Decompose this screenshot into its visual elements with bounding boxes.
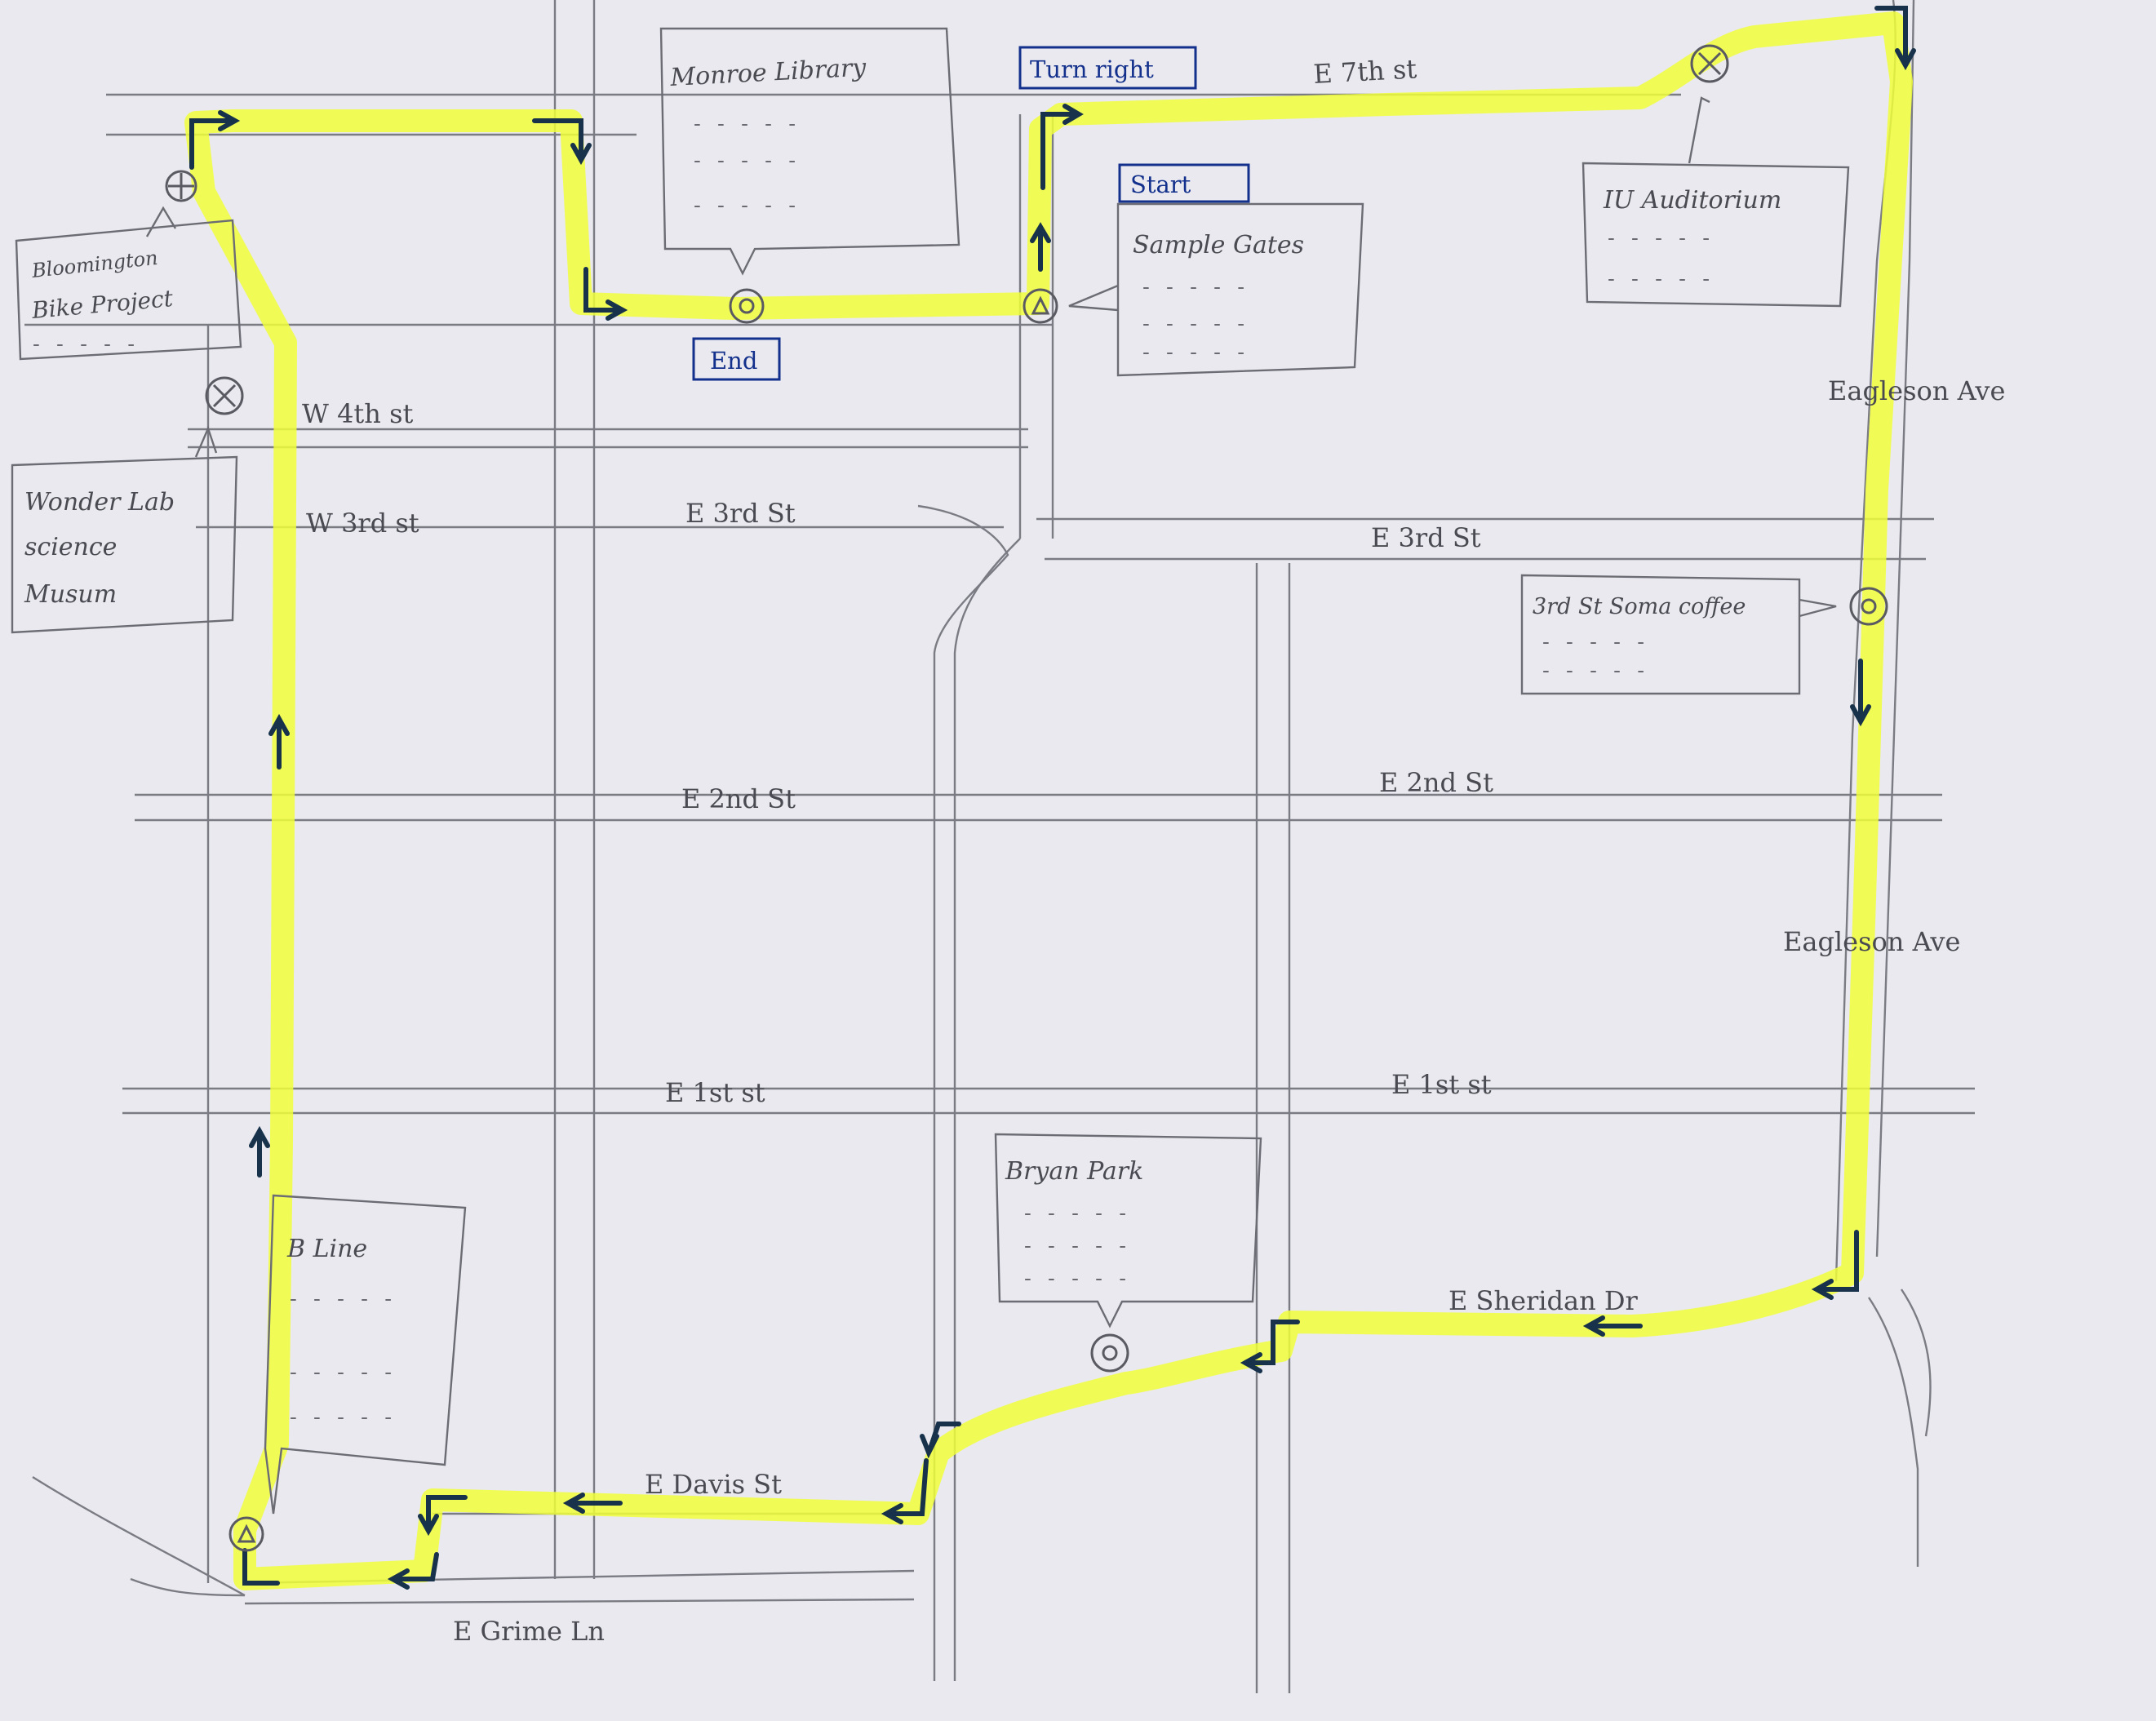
place-label-b-line: B Line (286, 1235, 367, 1263)
street-label-e2nd-east: E 2nd St (1379, 767, 1493, 798)
arrow-turn-right-icon (189, 110, 241, 170)
callout-wonderlab (11, 425, 238, 634)
arrow-turn-left-icon (920, 1422, 961, 1459)
arrow-down-icon (1850, 659, 1871, 727)
svg-text:- - - - -: - - - - - (1608, 267, 1715, 291)
place-label-sample-gates: Sample Gates (1133, 231, 1304, 259)
start-marker-icon (228, 1516, 264, 1552)
svg-text:- - - - -: - - - - - (1142, 312, 1249, 336)
street-label-e1st-east: E 1st st (1391, 1069, 1492, 1100)
street-label-eagleson-bottom: Eagleson Ave (1783, 926, 1960, 957)
svg-text:- - - - -: - - - - - (1024, 1234, 1131, 1258)
arrow-up-icon (268, 713, 290, 770)
arrow-turn-left-icon (387, 1552, 439, 1590)
arrow-turn-down-icon (532, 118, 592, 166)
street-label-eagleson-top: Eagleson Ave (1828, 375, 2005, 406)
place-label-bike-project-line1: Bloomington (30, 246, 159, 282)
svg-text:- - - - -: - - - - - (1142, 340, 1249, 365)
place-markers (165, 44, 1888, 1552)
callout-placeholder-notes: - - - - - - - - - - - - - - - - - - - - … (33, 112, 1715, 1430)
svg-text:- - - - -: - - - - - (1142, 275, 1249, 299)
street-label-e2nd-mid: E 2nd St (681, 783, 796, 814)
svg-text:- - - - -: - - - - - (1542, 630, 1649, 654)
street-label-e7th: E 7th st (1312, 53, 1417, 90)
place-label-wonderlab-line1: Wonder Lab (24, 488, 175, 517)
place-label-wonderlab-line2: science (24, 533, 117, 561)
svg-text:- - - - -: - - - - - (290, 1405, 397, 1430)
arrow-turn-down-icon (418, 1495, 468, 1537)
callout-b-line (264, 1194, 467, 1515)
street-label-w4th: W 4th st (302, 398, 413, 429)
svg-text:- - - - -: - - - - - (1608, 226, 1715, 251)
poi-x-marker-icon (205, 376, 244, 415)
street-label-w3rd: W 3rd st (306, 508, 419, 539)
callout-boxes (11, 27, 1850, 1515)
route-label-boxes (692, 46, 1250, 381)
svg-text:- - - - -: - - - - - (1542, 659, 1649, 683)
street-label-sheridan: E Sheridan Dr (1448, 1285, 1639, 1316)
route-label-start: Start (1130, 171, 1191, 198)
street-label-e1st-mid: E 1st st (665, 1077, 765, 1108)
route-label-turn-right: Turn right (1030, 55, 1154, 83)
street-label-e3rd-east: E 3rd St (1371, 522, 1481, 553)
callout-bike-project (15, 206, 242, 361)
street-grid (24, 0, 1975, 1693)
place-label-iu-auditorium: IU Auditorium (1603, 186, 1781, 215)
svg-text:- - - - -: - - - - - (694, 112, 801, 136)
arrow-left-icon (562, 1493, 623, 1514)
arrow-turn-left-icon (881, 1458, 929, 1524)
poi-x-marker-icon (1690, 44, 1729, 83)
callout-iu-auditorium (1582, 96, 1850, 308)
arrow-turn-right-icon (1040, 104, 1084, 190)
place-label-wonderlab-line3: Musum (24, 580, 117, 609)
route-highlight (184, 11, 1913, 1590)
svg-text:- - - - -: - - - - - (290, 1287, 397, 1311)
poi-plus-marker-icon (165, 170, 197, 202)
arrow-turn-right-icon (583, 267, 628, 321)
arrow-up-icon (249, 1125, 270, 1178)
place-label-monroe-library: Monroe Library (669, 53, 868, 92)
svg-text:- - - - -: - - - - - (694, 149, 801, 173)
svg-text:- - - - -: - - - - - (1024, 1201, 1131, 1226)
start-marker-icon (1023, 288, 1058, 324)
place-label-soma: 3rd St Soma coffee (1533, 594, 1746, 619)
callout-soma (1520, 574, 1837, 695)
arrow-up-icon (1030, 222, 1051, 272)
svg-text:- - - - -: - - - - - (290, 1360, 397, 1385)
street-label-grime: E Grime Ln (453, 1616, 605, 1647)
poi-dot-marker-icon (1090, 1333, 1129, 1373)
poi-dot-marker-icon (1849, 587, 1888, 626)
arrow-left-icon (1582, 1315, 1643, 1337)
end-marker-icon (729, 288, 765, 324)
arrow-turn-left-icon (1240, 1320, 1300, 1373)
svg-text:- - - - -: - - - - - (694, 193, 801, 218)
street-label-davis: E Davis St (645, 1469, 782, 1500)
route-arrows (189, 6, 1916, 1590)
arrow-turn-left-icon (242, 1548, 280, 1586)
svg-text:- - - - -: - - - - - (33, 332, 140, 357)
place-label-bryan-park: Bryan Park (1005, 1157, 1143, 1186)
callout-sample-gates (1068, 202, 1364, 377)
callout-monroe-library (659, 27, 960, 276)
arrow-down-icon (1874, 6, 1916, 71)
arrow-turn-left-icon (1811, 1230, 1859, 1300)
street-label-e3rd-mid: E 3rd St (685, 498, 796, 529)
svg-text:- - - - -: - - - - - (1024, 1266, 1131, 1291)
place-label-bike-project-line2: Bike Project (30, 285, 175, 324)
callout-bryan-park (994, 1133, 1262, 1328)
route-label-end: End (710, 347, 757, 375)
